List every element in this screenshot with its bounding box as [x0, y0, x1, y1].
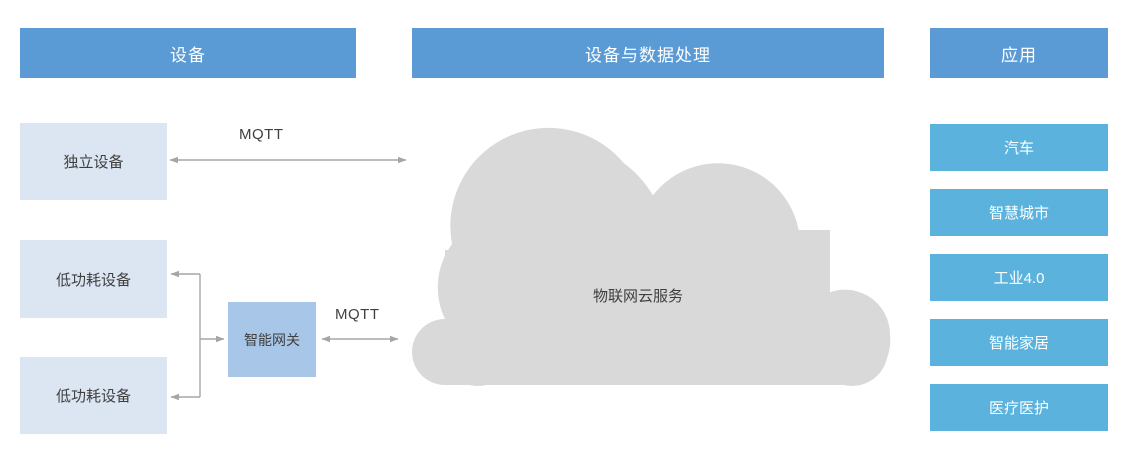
- mqtt-label-top: MQTT: [239, 126, 284, 143]
- app-label-smart-city: 智慧城市: [988, 205, 1049, 222]
- app-label-automotive: 汽车: [1003, 140, 1034, 157]
- device-box-standalone-device: 独立设备: [20, 123, 167, 200]
- app-label-healthcare: 医疗医护: [988, 400, 1049, 417]
- band-devices: 设备: [20, 28, 356, 78]
- app-box-smart-city: 智慧城市: [930, 189, 1108, 236]
- app-box-industry-40: 工业4.0: [930, 254, 1108, 301]
- mqtt-label-gateway: MQTT: [335, 306, 380, 323]
- cloud-service-label-text: 物联网云服务: [592, 288, 683, 305]
- device-box-low-power-device-1: 低功耗设备: [20, 240, 167, 318]
- app-box-smart-home: 智能家居: [930, 319, 1108, 366]
- band-devices-label: 设备: [170, 45, 206, 65]
- device-box-low-power-device-2: 低功耗设备: [20, 357, 167, 434]
- gateway-box-smart-gateway: 智能网关: [228, 302, 316, 377]
- band-device-and-data-processing-label: 设备与数据处理: [585, 45, 711, 65]
- app-label-smart-home: 智能家居: [988, 335, 1049, 352]
- iot-cloud-shape: [412, 127, 891, 386]
- app-label-industry-40: 工业4.0: [993, 270, 1045, 287]
- device-label-low-power-device-2: 低功耗设备: [55, 388, 131, 405]
- connector-label-gateway-to-cloud: MQTT: [335, 306, 380, 323]
- cloud-service-label: 物联网云服务: [575, 285, 701, 306]
- gateway-label: 智能网关: [244, 331, 300, 348]
- band-device-and-data-processing: 设备与数据处理: [412, 28, 884, 78]
- band-applications-label: 应用: [1001, 45, 1037, 65]
- device-label-low-power-device-1: 低功耗设备: [55, 271, 131, 289]
- app-box-healthcare: 医疗医护: [930, 384, 1108, 431]
- app-box-automotive: 汽车: [930, 124, 1108, 171]
- connector-label-standalone-to-cloud: MQTT: [239, 126, 284, 143]
- band-applications: 应用: [930, 28, 1108, 78]
- device-label-standalone-device: 独立设备: [63, 154, 124, 171]
